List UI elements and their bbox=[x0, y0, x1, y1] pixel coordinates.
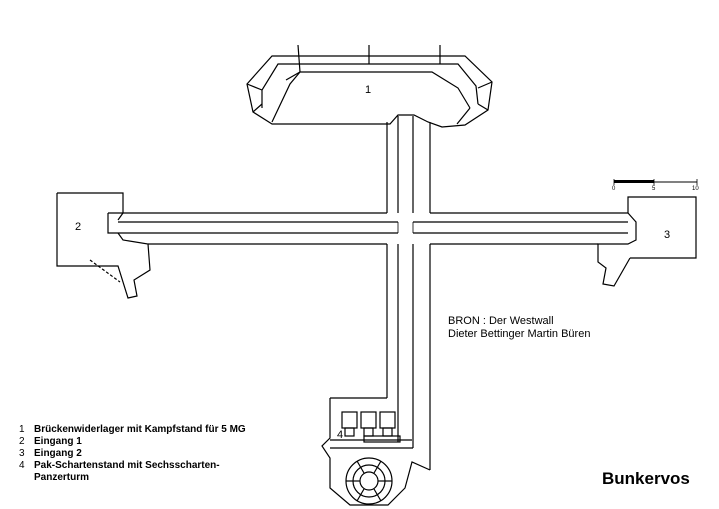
legend-number: 4 bbox=[19, 460, 25, 471]
legend-text: Panzerturm bbox=[34, 472, 90, 483]
legend-item: 2 Eingang 1 bbox=[19, 436, 246, 448]
legend-text: Brückenwiderlager mit Kampfstand für 5 M… bbox=[34, 424, 246, 435]
vertical-corridor bbox=[330, 116, 431, 470]
scale-bar bbox=[613, 179, 698, 185]
area-label-4: 4 bbox=[337, 429, 344, 441]
legend-text: Eingang 1 bbox=[34, 436, 82, 447]
legend-item: Panzerturm bbox=[19, 472, 246, 484]
legend-text: Eingang 2 bbox=[34, 448, 82, 459]
source-credit: BRON : Der Westwall Dieter Bettinger Mar… bbox=[448, 315, 590, 341]
brand-name: Bunkervos bbox=[602, 469, 690, 488]
legend-item: 4 Pak-Schartenstand mit Sechsscharten- bbox=[19, 460, 246, 472]
legend-number: 1 bbox=[19, 424, 25, 435]
legend-item: 3 Eingang 2 bbox=[19, 448, 246, 460]
source-authors: Dieter Bettinger Martin Büren bbox=[448, 328, 591, 340]
legend-number: 2 bbox=[19, 436, 25, 447]
legend-text: Pak-Schartenstand mit Sechsscharten- bbox=[34, 460, 220, 471]
area-2-outline bbox=[56, 192, 151, 299]
area-label-1: 1 bbox=[365, 84, 372, 96]
source-title: BRON : Der Westwall bbox=[448, 315, 554, 327]
legend-number: 3 bbox=[19, 448, 25, 459]
area-label-2: 2 bbox=[75, 221, 82, 233]
area-label-3: 3 bbox=[664, 229, 671, 241]
scale-tick-label: 10 bbox=[692, 186, 699, 192]
legend: 1 Brückenwiderlager mit Kampfstand für 5… bbox=[19, 424, 246, 484]
legend-number bbox=[19, 472, 34, 484]
area-1-outline bbox=[246, 44, 493, 128]
area-4-outline bbox=[321, 398, 431, 506]
area-3-outline bbox=[597, 196, 697, 287]
legend-item: 1 Brückenwiderlager mit Kampfstand für 5… bbox=[19, 424, 246, 436]
scale-tick-label: 0 bbox=[612, 186, 616, 192]
horizontal-corridor bbox=[118, 212, 628, 245]
scale-tick-label: 5 bbox=[652, 186, 656, 192]
